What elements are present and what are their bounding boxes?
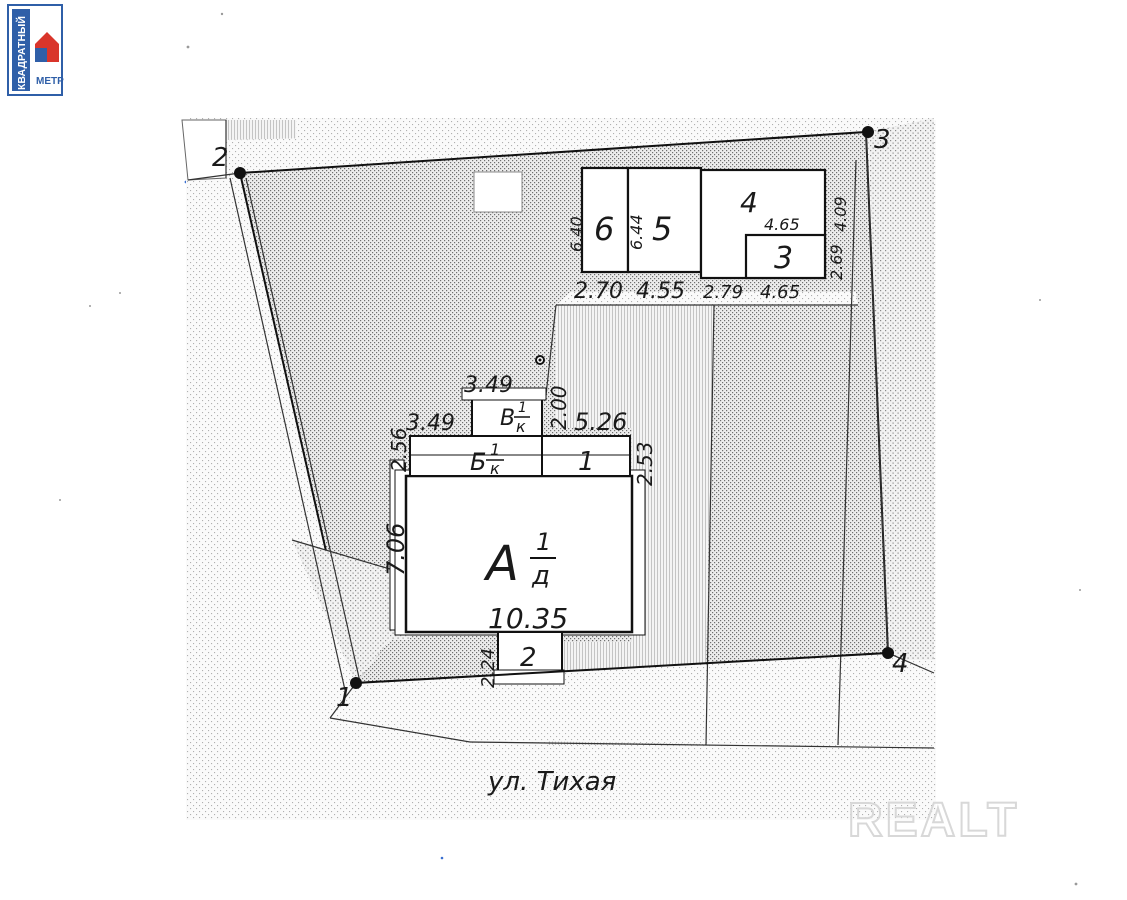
small-structure <box>473 171 523 213</box>
building-v-letter: В <box>500 406 515 431</box>
dim-5-width: 4.55 <box>636 279 685 304</box>
building-1 <box>541 435 631 477</box>
logo-kvadratny-metr: КВАДРАТНЫЙ МЕТР <box>7 4 64 96</box>
building-4-label: 4 <box>740 186 758 219</box>
building-b-subscript: к <box>490 459 500 478</box>
dim-a-depth: 7.06 <box>382 523 410 576</box>
building-2 <box>497 631 563 673</box>
dim-1-width: 5.26 <box>574 408 627 436</box>
outbuildings <box>580 166 827 280</box>
dim-b-depth: 2.56 <box>387 427 411 472</box>
corner-point-4 <box>882 647 894 659</box>
corner-label-2: 2 <box>212 143 229 173</box>
building-3 <box>744 233 827 280</box>
logo-line1: КВАДРАТНЫЙ <box>15 16 28 90</box>
dim-4-bottom: 2.79 <box>703 282 743 303</box>
corner-point-2 <box>234 167 246 179</box>
corner-point-1 <box>350 677 362 689</box>
dim-v-depth: 2.00 <box>547 385 571 430</box>
building-a-subscript: д <box>531 561 550 591</box>
dim-5-depth: 6.44 <box>627 214 646 250</box>
main-house-complex <box>389 387 646 685</box>
dim-v-width: 3.49 <box>464 373 513 398</box>
building-a-superscript: 1 <box>536 528 551 556</box>
corner-markers <box>234 126 894 689</box>
building-3-label: 3 <box>774 241 793 276</box>
street-label: ул. Тихая <box>487 767 616 797</box>
building-b-superscript: 1 <box>490 440 500 459</box>
building-5-label: 5 <box>652 210 672 248</box>
dim-1-depth: 2.53 <box>633 441 657 486</box>
dim-6-depth: 6.40 <box>567 216 586 252</box>
dim-2-depth: 2.24 <box>478 648 499 688</box>
building-6 <box>580 166 630 274</box>
dim-6-width: 2.70 <box>574 279 623 304</box>
corner-label-4: 4 <box>892 649 909 679</box>
corner-label-1: 1 <box>336 683 353 713</box>
building-v-superscript: 1 <box>518 400 527 416</box>
dim-3-depth: 2.69 <box>827 244 846 280</box>
building-1-label: 1 <box>578 447 595 477</box>
corner-point-3 <box>862 126 874 138</box>
logo-line2: МЕТР <box>36 76 64 87</box>
dim-4-depth: 4.09 <box>831 196 850 232</box>
corner-label-3: 3 <box>874 125 891 155</box>
street-band <box>186 745 936 820</box>
realt-watermark: REALT <box>848 794 1019 847</box>
building-b-letter: Б <box>470 448 486 476</box>
building-2-label: 2 <box>520 643 537 673</box>
building-v-subscript: к <box>516 417 526 436</box>
building-6-label: 6 <box>594 210 614 248</box>
dim-3-width: 4.65 <box>760 282 800 303</box>
dim-b-width: 3.49 <box>406 411 455 436</box>
building-a-letter: А <box>483 536 519 592</box>
dim-a-width: 10.35 <box>488 602 568 635</box>
dim-4-width: 4.65 <box>764 215 800 234</box>
